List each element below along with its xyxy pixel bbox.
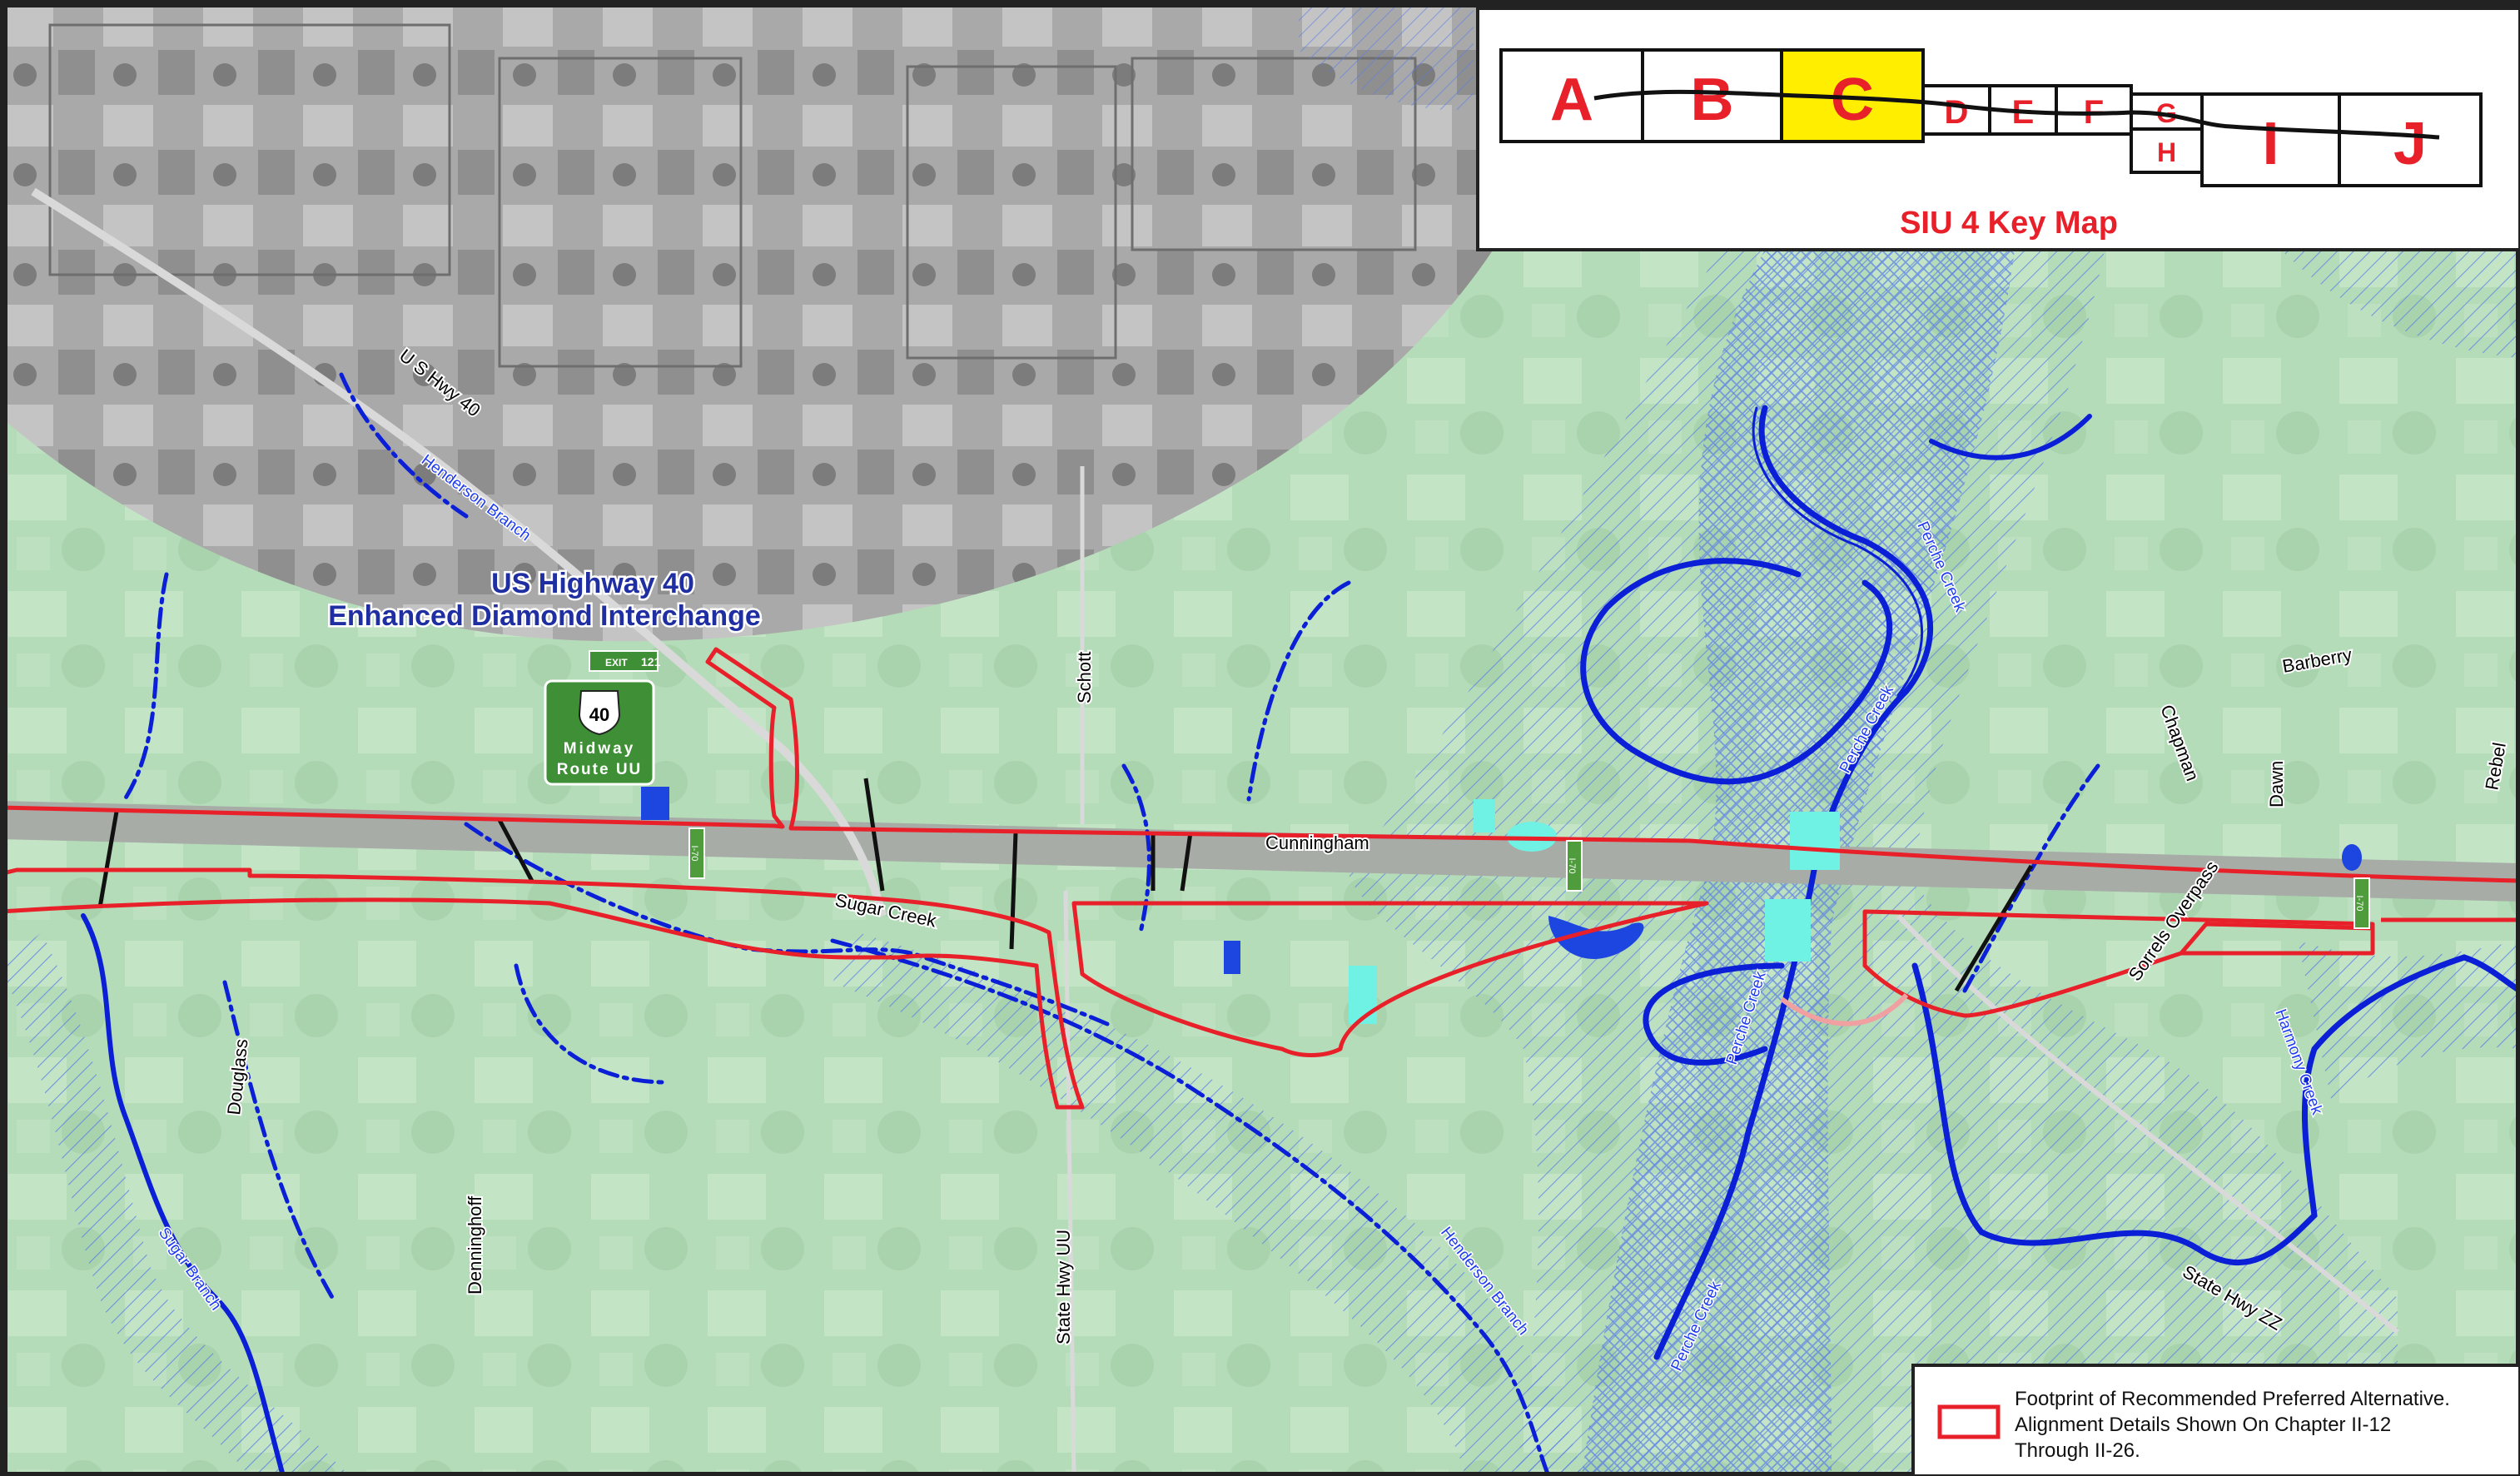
route-shield-number: 40: [589, 704, 609, 725]
i70-shields: I-70 I-70 I-70: [688, 827, 2370, 929]
culvert-crossings: [97, 778, 2034, 992]
harmony-creek-floodplain: [2298, 941, 2520, 1099]
key-map-label-a: A: [1550, 67, 1593, 133]
label-denninghoff: Denninghoff: [465, 1195, 485, 1295]
state-hwy-zz-road: [1896, 913, 2399, 1334]
legend-text-line3: Through II-26.: [2015, 1439, 2140, 1462]
i70-shield-2-label: I-70: [1567, 858, 1577, 874]
water-bodies: [641, 787, 2362, 1024]
i70-shield-2: I-70: [1566, 840, 1583, 892]
key-map-segment-j: [2338, 92, 2483, 187]
exit-line2: Route UU: [557, 761, 643, 778]
interstate-70-pavement: [0, 801, 2520, 902]
legend: Footprint of Recommended Preferred Alter…: [1911, 1364, 2520, 1476]
legend-swatch-footprint: [1937, 1404, 2001, 1439]
exit-number: 121: [641, 655, 661, 668]
sugar-branch-floodplain: [0, 932, 350, 1476]
key-map-segment-i: [2200, 92, 2341, 187]
legend-text-line1: Footprint of Recommended Preferred Alter…: [2015, 1388, 2450, 1410]
exit-121-sign: EXIT 121 40 Midway Route UU: [544, 650, 661, 786]
i70-shield-1: I-70: [688, 827, 705, 879]
henderson-branch-floodplain: [833, 932, 1582, 1476]
us-hwy-40-road: [31, 187, 887, 917]
i70-shield-1-label: I-70: [689, 846, 699, 862]
label-cunningham: Cunningham: [1265, 832, 1369, 853]
us-40-shield-icon: [578, 690, 621, 736]
perche-ramp-loop: [1780, 992, 1909, 1026]
i70-shield-3-label: I-70: [2354, 896, 2364, 912]
exit-label: EXIT: [605, 657, 628, 668]
ne-floodplain: [2281, 250, 2520, 358]
exit-line1: Midway: [564, 740, 636, 758]
streams: [81, 372, 2520, 1476]
key-map-label-h: H: [2157, 137, 2176, 167]
key-map-label-j: J: [2393, 111, 2427, 177]
aerial-outside-study-area: [0, 0, 1499, 642]
label-dawn: Dawn: [2266, 761, 2287, 808]
label-state-hwy-uu: State Hwy UU: [1053, 1230, 1074, 1344]
key-map-label-b: B: [1691, 67, 1734, 133]
legend-text-line2: Alignment Details Shown On Chapter II-12: [2015, 1414, 2391, 1436]
interchange-title-line2: Enhanced Diamond Interchange: [328, 600, 761, 632]
label-schott: Schott: [1074, 652, 1095, 703]
nw-floodplain: [1299, 0, 1474, 110]
aerial-outside-field-lines: [48, 23, 1417, 368]
key-map-segment-h: [2130, 127, 2204, 174]
key-map-alignment-line: [1593, 89, 2440, 140]
interchange-title-line1: US Highway 40: [491, 568, 694, 599]
i70-shield-3: I-70: [2353, 877, 2370, 929]
state-hwy-uu-road: [1063, 890, 1076, 1476]
key-map-label-d: D: [1945, 94, 1969, 131]
key-map-title: SIU 4 Key Map: [1900, 206, 2118, 241]
key-map-label-i: I: [2262, 111, 2279, 177]
preferred-alternative-footprint: [0, 647, 2520, 1110]
